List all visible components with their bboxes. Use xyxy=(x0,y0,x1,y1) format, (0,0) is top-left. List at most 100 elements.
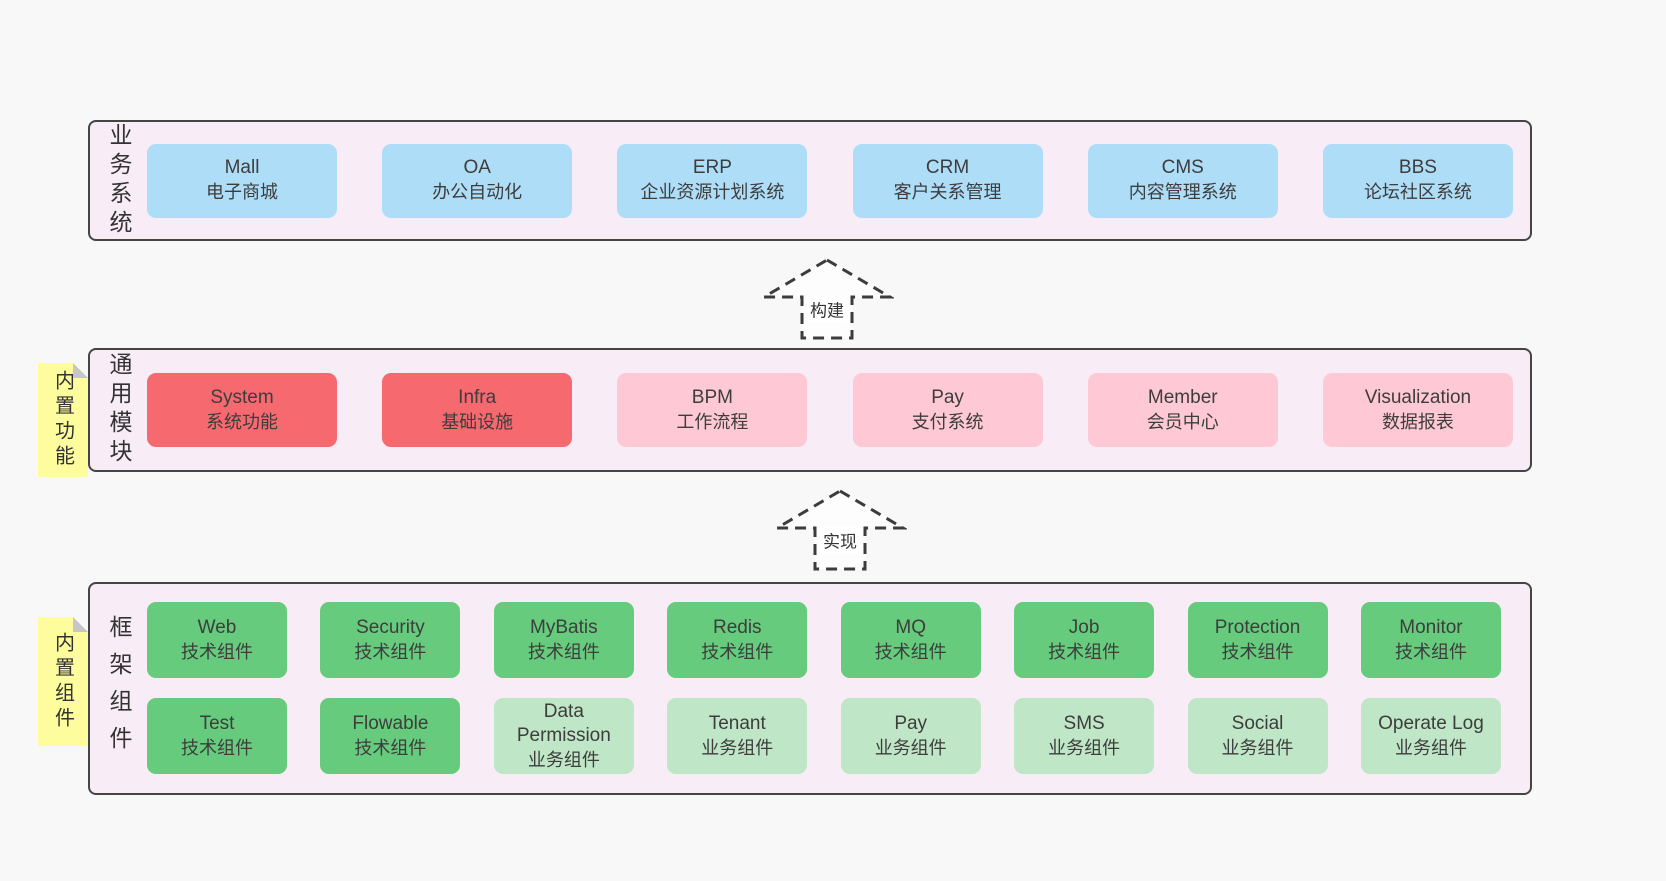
box-subtitle: 技术组件 xyxy=(1221,641,1294,662)
box-subtitle: 技术组件 xyxy=(1394,641,1467,662)
box-title: Protection xyxy=(1214,616,1301,638)
box-subtitle: 技术组件 xyxy=(1048,641,1121,662)
box-title: Pay xyxy=(894,712,928,734)
box-subtitle: 系统功能 xyxy=(206,411,278,432)
box-subtitle: 技术组件 xyxy=(181,641,253,662)
layer-components-label-text: 框架组件 xyxy=(106,614,132,763)
box-subtitle: 业务组件 xyxy=(527,750,600,770)
box-job: Job 技术组件 xyxy=(1014,602,1155,678)
layer-business-systems: 业务系统 Mall 电子商城 OA 办公自动化 ERP 企业资源计划系统 CRM… xyxy=(88,120,1532,241)
box-mq: MQ 技术组件 xyxy=(840,602,981,678)
box-subtitle: 技术组件 xyxy=(701,641,774,662)
box-subtitle: 业务组件 xyxy=(1221,737,1294,758)
box-crm: CRM 客户关系管理 xyxy=(852,143,1043,218)
box-title: Infra xyxy=(458,386,497,408)
layer-business-label: 业务系统 xyxy=(90,122,148,239)
box-oa: OA 办公自动化 xyxy=(382,143,573,218)
box-subtitle: 技术组件 xyxy=(354,737,427,758)
layer-modules-label-text: 通用模块 xyxy=(106,352,132,468)
box-subtitle: 数据报表 xyxy=(1381,411,1454,432)
box-title: MQ xyxy=(895,616,926,638)
layer-framework-components: 框架组件 Web 技术组件 Security 技术组件 MyBatis 技术组件… xyxy=(88,582,1532,795)
box-title: BBS xyxy=(1398,157,1437,179)
box-subtitle: 技术组件 xyxy=(181,737,253,758)
box-subtitle: 支付系统 xyxy=(911,411,984,432)
note-built-in-features: 内置功能 xyxy=(38,363,88,477)
arrow-implement-label: 实现 xyxy=(820,526,860,554)
arrow-build: 构建 xyxy=(760,257,894,341)
box-erp: ERP 企业资源计划系统 xyxy=(617,143,808,218)
box-operate-log: Operate Log 业务组件 xyxy=(1360,698,1501,774)
box-title: Tenant xyxy=(708,712,766,734)
layer-modules-label: 通用模块 xyxy=(90,350,148,470)
box-subtitle: 工作流程 xyxy=(676,411,749,432)
note-text: 内置组件 xyxy=(51,631,74,732)
box-subtitle: 业务组件 xyxy=(1394,737,1467,758)
box-member: Member 会员中心 xyxy=(1087,373,1278,447)
box-subtitle: 技术组件 xyxy=(354,641,427,662)
box-subtitle: 内容管理系统 xyxy=(1128,182,1237,203)
box-title: Web xyxy=(197,616,237,638)
components-row-1: Web 技术组件 Security 技术组件 MyBatis 技术组件 Redi… xyxy=(147,602,1501,678)
box-title: OA xyxy=(463,157,491,179)
box-subtitle: 办公自动化 xyxy=(432,182,523,203)
box-title: ERP xyxy=(692,157,732,179)
box-data-permission: Data Permission 业务组件 xyxy=(493,698,634,774)
box-web: Web 技术组件 xyxy=(147,602,287,678)
box-subtitle: 基础设施 xyxy=(441,411,514,432)
box-title: Visualization xyxy=(1364,386,1472,408)
box-bpm: BPM 工作流程 xyxy=(617,373,808,447)
box-title: Mall xyxy=(224,157,260,179)
box-system: System 系统功能 xyxy=(147,373,337,447)
box-visualization: Visualization 数据报表 xyxy=(1322,373,1513,447)
box-mall: Mall 电子商城 xyxy=(147,143,337,218)
box-pay: Pay 支付系统 xyxy=(852,373,1043,447)
box-title: Monitor xyxy=(1399,616,1463,638)
box-title: Member xyxy=(1147,386,1218,408)
box-subtitle: 企业资源计划系统 xyxy=(640,182,785,203)
box-security: Security 技术组件 xyxy=(320,602,461,678)
box-subtitle: 会员中心 xyxy=(1146,411,1219,432)
box-title: SMS xyxy=(1063,712,1105,734)
box-title: Operate Log xyxy=(1378,712,1484,734)
box-subtitle: 业务组件 xyxy=(874,737,947,758)
box-title: Flowable xyxy=(352,712,429,734)
box-title: Social xyxy=(1231,712,1284,734)
box-redis: Redis 技术组件 xyxy=(667,602,808,678)
box-monitor: Monitor 技术组件 xyxy=(1360,602,1501,678)
box-title: MyBatis xyxy=(530,616,598,638)
box-subtitle: 电子商城 xyxy=(206,182,278,203)
box-bbs: BBS 论坛社区系统 xyxy=(1322,143,1513,218)
business-box-row: Mall 电子商城 OA 办公自动化 ERP 企业资源计划系统 CRM 客户关系… xyxy=(147,122,1513,239)
layer-business-label-text: 业务系统 xyxy=(106,122,132,239)
note-built-in-components: 内置组件 xyxy=(38,617,88,746)
box-tenant: Tenant 业务组件 xyxy=(667,698,808,774)
box-subtitle: 技术组件 xyxy=(527,641,600,662)
box-title: Test xyxy=(199,712,235,734)
arrow-build-label: 构建 xyxy=(807,295,847,323)
box-title: Security xyxy=(356,616,425,638)
layer-components-label: 框架组件 xyxy=(90,584,148,793)
box-title: CMS xyxy=(1161,157,1204,179)
box-pay-biz: Pay 业务组件 xyxy=(840,698,981,774)
box-title: CRM xyxy=(925,157,970,179)
arrow-implement: 实现 xyxy=(773,488,907,572)
note-fold-corner xyxy=(73,363,88,378)
box-infra: Infra 基础设施 xyxy=(382,373,573,447)
box-title: Pay xyxy=(931,386,964,408)
box-subtitle: 客户关系管理 xyxy=(893,182,1002,203)
note-fold-corner xyxy=(73,617,88,632)
box-cms: CMS 内容管理系统 xyxy=(1087,143,1278,218)
box-subtitle: 业务组件 xyxy=(701,737,774,758)
box-test: Test 技术组件 xyxy=(147,698,287,774)
box-title: Data Permission xyxy=(516,700,611,747)
box-subtitle: 论坛社区系统 xyxy=(1363,182,1472,203)
box-title: Job xyxy=(1068,616,1100,638)
box-title: System xyxy=(210,386,274,408)
box-mybatis: MyBatis 技术组件 xyxy=(493,602,634,678)
layer-common-modules: 通用模块 System 系统功能 Infra 基础设施 BPM 工作流程 Pay… xyxy=(88,348,1532,472)
box-protection: Protection 技术组件 xyxy=(1187,602,1328,678)
box-title: BPM xyxy=(691,386,733,408)
box-flowable: Flowable 技术组件 xyxy=(320,698,461,774)
